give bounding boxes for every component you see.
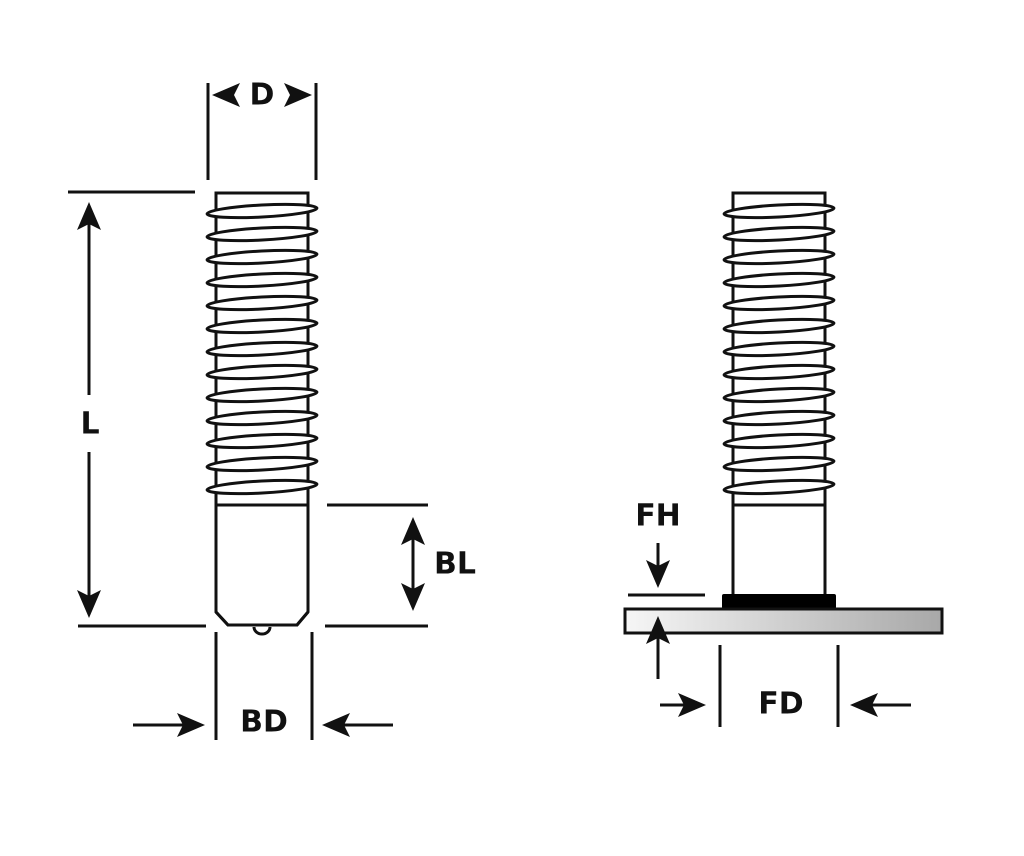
dimension-fh: FH [628, 499, 705, 679]
arrow-right-icon [678, 693, 706, 717]
thread-ring [722, 478, 836, 496]
left-weld-tip [252, 626, 272, 636]
thread-ring [205, 386, 319, 404]
left-stud [205, 191, 319, 636]
thread-ring [205, 409, 319, 427]
thread-ring [722, 386, 836, 404]
base-plate [623, 607, 944, 635]
thread-ring [722, 225, 836, 243]
thread-ring [722, 455, 836, 473]
right-threads [722, 202, 836, 496]
thread-ring [722, 432, 836, 450]
thread-ring [205, 340, 319, 358]
weld-flange [722, 594, 836, 609]
thread-ring [205, 363, 319, 381]
arrow-left-icon [212, 83, 240, 107]
thread-ring [205, 317, 319, 335]
label-bd: BD [240, 705, 288, 740]
dimension-bl: BL [325, 503, 476, 628]
thread-ring [205, 202, 319, 220]
arrow-down-icon [77, 590, 101, 618]
arrow-down-icon [646, 560, 670, 588]
thread-ring [205, 294, 319, 312]
thread-ring [205, 225, 319, 243]
dimension-d: D [206, 78, 318, 180]
thread-ring [722, 271, 836, 289]
left-threads [205, 202, 319, 496]
dimension-l: L [68, 190, 206, 628]
thread-ring [722, 294, 836, 312]
thread-ring [722, 363, 836, 381]
arrow-up-icon [646, 616, 670, 644]
right-stud [623, 191, 944, 635]
dimension-fd: FD [660, 645, 911, 727]
thread-ring [205, 271, 319, 289]
thread-ring [205, 478, 319, 496]
label-d: D [250, 78, 275, 113]
arrow-up-icon [77, 202, 101, 230]
label-bl: BL [434, 547, 476, 582]
arrow-right-icon [284, 83, 312, 107]
thread-ring [722, 202, 836, 220]
arrow-left-icon [850, 693, 878, 717]
thread-ring [722, 248, 836, 266]
thread-ring [722, 317, 836, 335]
thread-ring [722, 409, 836, 427]
arrow-up-icon [401, 517, 425, 545]
thread-ring [205, 248, 319, 266]
dimension-bd: BD [133, 632, 393, 740]
label-l: L [80, 407, 99, 442]
label-fd: FD [758, 687, 803, 722]
arrow-down-icon [401, 583, 425, 611]
thread-ring [205, 432, 319, 450]
label-fh: FH [635, 499, 681, 534]
left-chamfer [214, 610, 310, 627]
arrow-left-icon [322, 713, 350, 737]
arrow-right-icon [177, 713, 205, 737]
thread-ring [722, 340, 836, 358]
thread-ring [205, 455, 319, 473]
